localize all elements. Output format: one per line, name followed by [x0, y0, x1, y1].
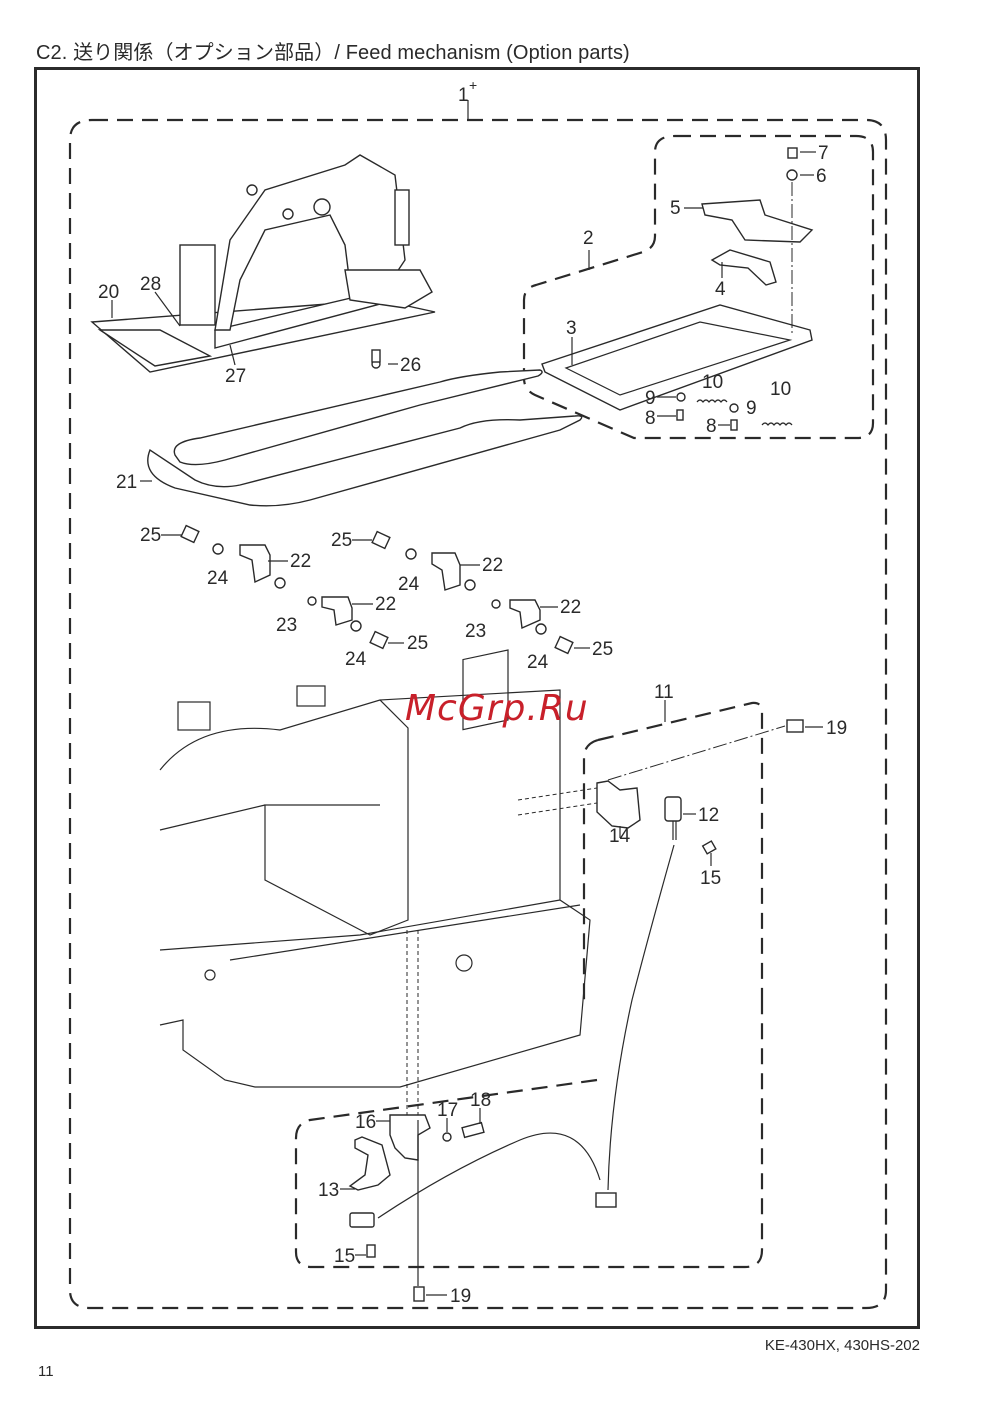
callout-22a: 22 [290, 551, 311, 572]
assembly-1-outline-main [68, 118, 888, 1310]
assembly-lower-boundary [294, 1000, 764, 1269]
callout-24d: 24 [527, 652, 549, 673]
callout-4: 4 [715, 279, 726, 300]
callout-26: 26 [400, 355, 421, 376]
leader-27 [229, 344, 236, 366]
assembly-1-label: 1 [458, 85, 469, 106]
callout-23b: 23 [465, 621, 486, 642]
lower-bracket-illustration [348, 1114, 601, 1302]
sewing-head-illustration [90, 154, 436, 373]
leader-28 [154, 291, 181, 327]
callout-16: 16 [355, 1112, 376, 1133]
callout-22b: 22 [375, 594, 396, 615]
callout-3: 3 [566, 318, 577, 339]
callout-7: 7 [818, 143, 829, 164]
callout-24b: 24 [345, 649, 367, 670]
callout-25c: 25 [331, 530, 352, 551]
callout-18: 18 [470, 1090, 491, 1111]
model-number: KE-430HX, 430HS-202 [764, 1337, 920, 1354]
brackets-22-illustration [180, 524, 574, 655]
callout-25d: 25 [592, 639, 613, 660]
callout-20: 20 [98, 282, 119, 303]
callout-10a: 10 [702, 372, 723, 393]
assembly-1-mark: + [469, 77, 477, 93]
feed-plate-assembly-illustration [541, 147, 814, 431]
callout-28: 28 [140, 274, 161, 295]
assembly-11-boundary [597, 701, 764, 1000]
callout-24c: 24 [398, 574, 420, 595]
callout-19b: 19 [450, 1286, 471, 1307]
page-title: C2. 送り関係（オプション部品）/ Feed mechanism (Optio… [36, 42, 630, 64]
callout-25a: 25 [140, 525, 161, 546]
callout-15a: 15 [700, 868, 721, 889]
callout-19a: 19 [826, 718, 847, 739]
callout-11: 11 [654, 682, 674, 703]
callout-27: 27 [225, 366, 246, 387]
watermark: McGrp.Ru [405, 688, 589, 729]
callout-6: 6 [816, 166, 827, 187]
callout-17: 17 [437, 1100, 458, 1121]
callout-9a: 9 [645, 388, 656, 409]
sensor-bracket-illustration [595, 719, 804, 1208]
callout-21: 21 [116, 472, 137, 493]
callout-2: 2 [583, 228, 594, 249]
callout-5: 5 [670, 198, 681, 219]
plate-21-illustration [147, 349, 583, 507]
assembly-11-boundary-left [582, 738, 599, 1000]
callout-24a: 24 [207, 568, 229, 589]
callout-13: 13 [318, 1180, 339, 1201]
machine-bed-illustration [159, 649, 598, 1120]
diagram-frame [34, 67, 920, 1329]
callout-15b: 15 [334, 1246, 355, 1267]
callout-12: 12 [698, 805, 719, 826]
callout-8a: 8 [645, 408, 656, 429]
callout-25b: 25 [407, 633, 428, 654]
callout-9b: 9 [746, 398, 757, 419]
callout-8b: 8 [706, 416, 717, 437]
callout-22c: 22 [482, 555, 503, 576]
callout-22d: 22 [560, 597, 581, 618]
page-number: 11 [38, 1363, 54, 1380]
callout-10b: 10 [770, 379, 791, 400]
callout-23a: 23 [276, 615, 297, 636]
callout-14: 14 [609, 826, 631, 847]
